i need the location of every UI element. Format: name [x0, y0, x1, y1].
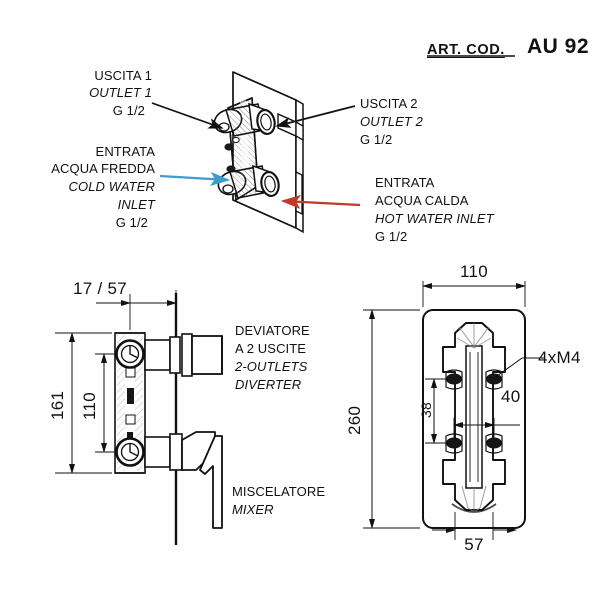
dim-height-161: [55, 332, 112, 474]
dim-text-110-front: 110: [459, 262, 488, 281]
label-cold-line4: INLET: [117, 197, 155, 212]
label-hot-line2: ACQUA CALDA: [375, 193, 469, 208]
label-diverter-line3: 2-OUTLETS: [235, 359, 308, 374]
dim-height-110: [95, 353, 116, 453]
front-view: [363, 281, 545, 540]
front-top-detail: [456, 323, 492, 349]
leader-cold-inlet: [159, 171, 231, 186]
label-cold-line5: G 1/2: [115, 215, 148, 230]
label-outlet2-line3: G 1/2: [360, 132, 393, 147]
iso-upper-outlet: [213, 102, 276, 137]
label-diverter-line4: DIVERTER: [235, 377, 302, 392]
leader-4xm4: [495, 357, 545, 378]
dim-text-57: 57: [464, 535, 484, 554]
dim-text-40: 40: [501, 387, 521, 406]
front-bottom-detail: [451, 485, 497, 513]
leader-outlet2: [275, 105, 356, 128]
dim-text-260: 260: [345, 405, 364, 435]
dim-width-110: [422, 281, 526, 307]
label-4xm4: 4xM4: [538, 348, 581, 367]
dim-text-161: 161: [48, 390, 67, 420]
label-outlet1-line1: USCITA 1: [94, 68, 152, 83]
label-diverter-line1: DEVIATORE: [235, 323, 310, 338]
label-outlet2-line1: USCITA 2: [360, 96, 418, 111]
label-outlet1-line2: OUTLET 1: [89, 85, 152, 100]
dim-depth-17-57: [96, 290, 177, 330]
dim-text-17-57: 17 / 57: [72, 279, 128, 298]
label-mixer-line2: MIXER: [232, 502, 274, 517]
dim-38: [425, 378, 450, 444]
dim-57: [432, 512, 517, 540]
label-hot-line1: ENTRATA: [375, 175, 435, 190]
leader-outlet1: [151, 102, 224, 129]
label-mixer-line1: MISCELATORE: [232, 484, 326, 499]
dim-40: [453, 418, 520, 443]
label-cold-line1: ENTRATA: [95, 144, 155, 159]
art-cod-label: ART. COD.: [427, 42, 505, 58]
label-hot-line4: G 1/2: [375, 229, 408, 244]
dim-height-260: [363, 309, 420, 529]
leader-hot-inlet: [280, 194, 361, 209]
label-cold-line3: COLD WATER: [68, 179, 155, 194]
mixer-lever-side: [144, 431, 223, 529]
label-cold-line2: ACQUA FREDDA: [51, 161, 155, 176]
label-hot-line3: HOT WATER INLET: [375, 211, 494, 226]
dim-text-110-side: 110: [80, 391, 99, 420]
dim-text-38: 38: [418, 402, 434, 418]
diverter-knob-side: [144, 333, 223, 377]
label-diverter-line2: A 2 USCITE: [235, 341, 307, 356]
label-outlet2-line2: OUTLET 2: [360, 114, 423, 129]
art-cod-value: AU 92: [527, 35, 590, 58]
front-body-outline: [442, 322, 506, 511]
label-outlet1-line3: G 1/2: [112, 103, 145, 118]
isometric-valve-view: [213, 71, 304, 234]
side-elevation-view: [55, 290, 223, 545]
